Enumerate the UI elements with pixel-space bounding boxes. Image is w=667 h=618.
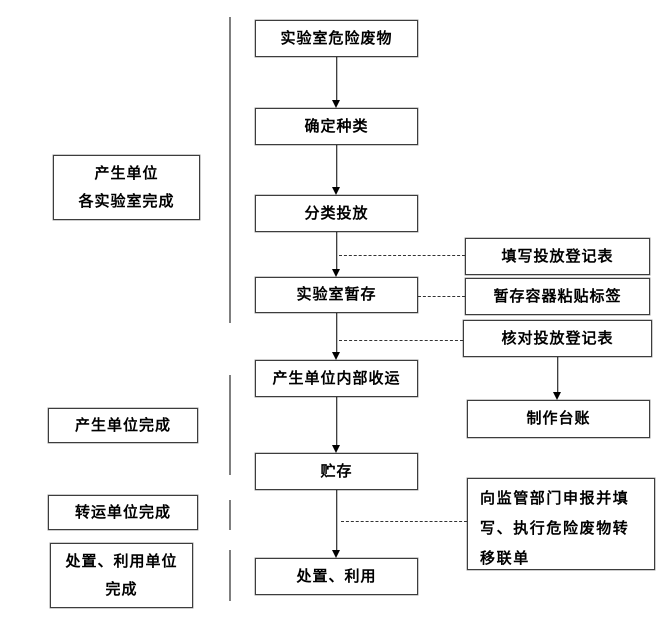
flow-box-label: 分类投放 — [304, 204, 369, 222]
section-divider-segment-4 — [229, 550, 231, 601]
stage-label-line: 产生单位完成 — [74, 416, 171, 434]
note-box-label: 核对投放登记表 — [501, 329, 614, 347]
flow-box-disposal-utilization: 处置、利用 — [255, 558, 418, 595]
flow-box-lab-hazardous-waste: 实验室危险废物 — [255, 20, 418, 57]
stage-label-disposal-unit: 处置、利用单位 完成 — [50, 543, 193, 608]
arrow-collection-to-store — [332, 397, 341, 453]
flow-box-label: 确定种类 — [304, 117, 369, 135]
section-divider-segment-2 — [229, 375, 231, 475]
dashed-connector-container-labeling — [418, 296, 465, 297]
arrowhead-down-icon — [332, 352, 340, 360]
note-box-label: 制作台账 — [526, 410, 591, 427]
dashed-connector-fill-registration — [339, 255, 465, 256]
flow-box-storage: 贮存 — [255, 453, 418, 490]
section-divider-segment-3 — [229, 500, 231, 530]
note-box-label: 填写投放登记表 — [501, 247, 614, 265]
stage-label-line: 产生单位 — [94, 164, 159, 182]
arrowhead-down-icon — [332, 100, 340, 108]
arrowhead-down-icon — [332, 269, 340, 277]
flow-box-internal-collection: 产生单位内部收运 — [255, 360, 418, 397]
flow-box-lab-temporary-storage: 实验室暂存 — [255, 277, 418, 313]
flow-box-label: 贮存 — [320, 462, 353, 480]
arrow-verify-to-ledger — [553, 357, 562, 400]
note-box-fill-registration-form: 填写投放登记表 — [465, 238, 650, 275]
stage-label-transfer-unit: 转运单位完成 — [48, 495, 198, 530]
arrow-disposal-to-storage — [332, 232, 341, 277]
stage-label-producing-unit-labs: 产生单位 各实验室完成 — [53, 155, 200, 220]
stage-label-line: 完成 — [105, 580, 138, 598]
flow-box-label: 实验室暂存 — [296, 286, 377, 303]
flow-box-label: 处置、利用 — [296, 567, 377, 585]
note-box-label: 向监管部门申报并填写、执行危险废物转移联单 — [480, 490, 630, 567]
flow-box-determine-type: 确定种类 — [255, 108, 418, 145]
note-box-container-labeling: 暂存容器粘贴标签 — [465, 278, 650, 315]
dashed-connector-verify-registration — [339, 340, 463, 341]
arrowhead-down-icon — [553, 392, 561, 400]
arrow-type-to-disposal — [332, 145, 341, 195]
arrow-waste-to-type — [332, 57, 341, 108]
arrowhead-down-icon — [332, 187, 340, 195]
stage-label-line: 各实验室完成 — [78, 192, 175, 210]
note-box-report-to-regulator: 向监管部门申报并填写、执行危险废物转移联单 — [467, 478, 655, 570]
dashed-connector-report-regulator — [341, 521, 467, 522]
arrowhead-down-icon — [332, 445, 340, 453]
section-divider-segment-1 — [229, 17, 231, 323]
stage-label-line: 处置、利用单位 — [65, 552, 178, 570]
flow-box-label: 产生单位内部收运 — [272, 369, 401, 387]
arrow-store-to-final — [332, 490, 341, 558]
note-box-create-ledger: 制作台账 — [467, 400, 650, 438]
arrow-storage-to-collection — [332, 313, 341, 360]
arrowhead-down-icon — [332, 550, 340, 558]
flow-box-classified-disposal: 分类投放 — [255, 195, 418, 232]
stage-label-producing-unit: 产生单位完成 — [48, 408, 198, 443]
note-box-label: 暂存容器粘贴标签 — [493, 287, 622, 305]
flow-box-label: 实验室危险废物 — [280, 29, 393, 47]
stage-label-line: 转运单位完成 — [74, 503, 171, 521]
note-box-verify-registration-form: 核对投放登记表 — [463, 320, 652, 357]
